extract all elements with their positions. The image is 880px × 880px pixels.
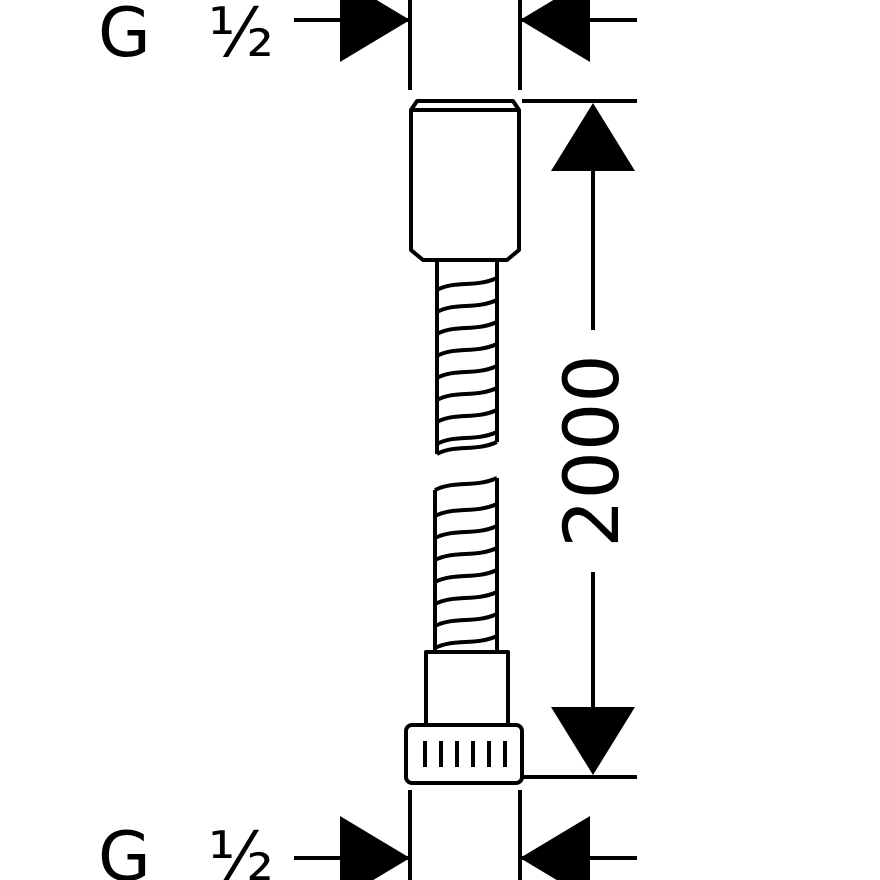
hose-upper-section bbox=[435, 260, 499, 456]
top-dimension bbox=[294, 0, 637, 62]
length-dimension bbox=[522, 99, 637, 779]
bottom-thread-size: ½ bbox=[208, 818, 274, 880]
top-arrow-left bbox=[340, 0, 410, 62]
nut-collar bbox=[424, 650, 510, 727]
pipe-extension-lines bbox=[408, 0, 522, 880]
knurled-nut bbox=[404, 723, 524, 785]
bottom-arrow-right bbox=[520, 816, 590, 880]
bottom-dimension bbox=[294, 816, 637, 880]
top-thread-size: ½ bbox=[208, 0, 274, 73]
bottom-nut-fitting bbox=[404, 650, 524, 785]
bottom-thread-letter: G bbox=[98, 818, 151, 880]
bottom-arrow-left bbox=[340, 816, 410, 880]
length-arrow-top bbox=[551, 103, 635, 171]
top-arrow-right bbox=[520, 0, 590, 62]
top-thread-letter: G bbox=[98, 0, 151, 73]
hose-lower-section bbox=[433, 476, 499, 652]
nut-knurling bbox=[423, 741, 507, 767]
length-value: 2000 bbox=[547, 354, 636, 547]
length-arrow-bottom bbox=[551, 707, 635, 775]
top-cone-fitting bbox=[409, 99, 521, 262]
